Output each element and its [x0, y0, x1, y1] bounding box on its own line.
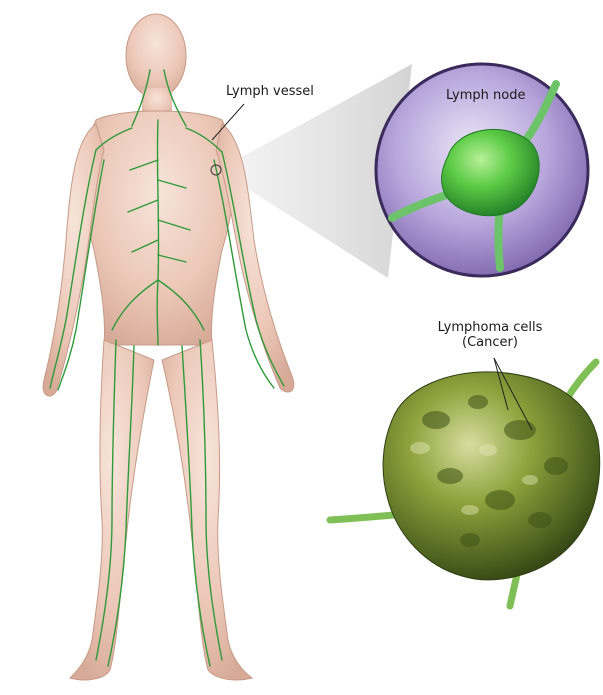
lymph-node-label: Lymph node [446, 88, 525, 103]
lymph-vessel-label: Lymph vessel [226, 84, 314, 99]
body-left-arm [43, 124, 104, 396]
body-right-leg [162, 340, 252, 680]
tumor-shape [383, 372, 600, 580]
lymphoma-label: Lymphoma cells (Cancer) [420, 320, 560, 350]
lymphoma-label-line-1: Lymphoma cells [420, 320, 560, 335]
human-body [43, 14, 294, 680]
lymphoma-label-line-2: (Cancer) [420, 335, 560, 350]
tumor-vessel-right [566, 362, 596, 400]
body-head [126, 14, 186, 98]
lymphoma-tumor [330, 362, 600, 606]
